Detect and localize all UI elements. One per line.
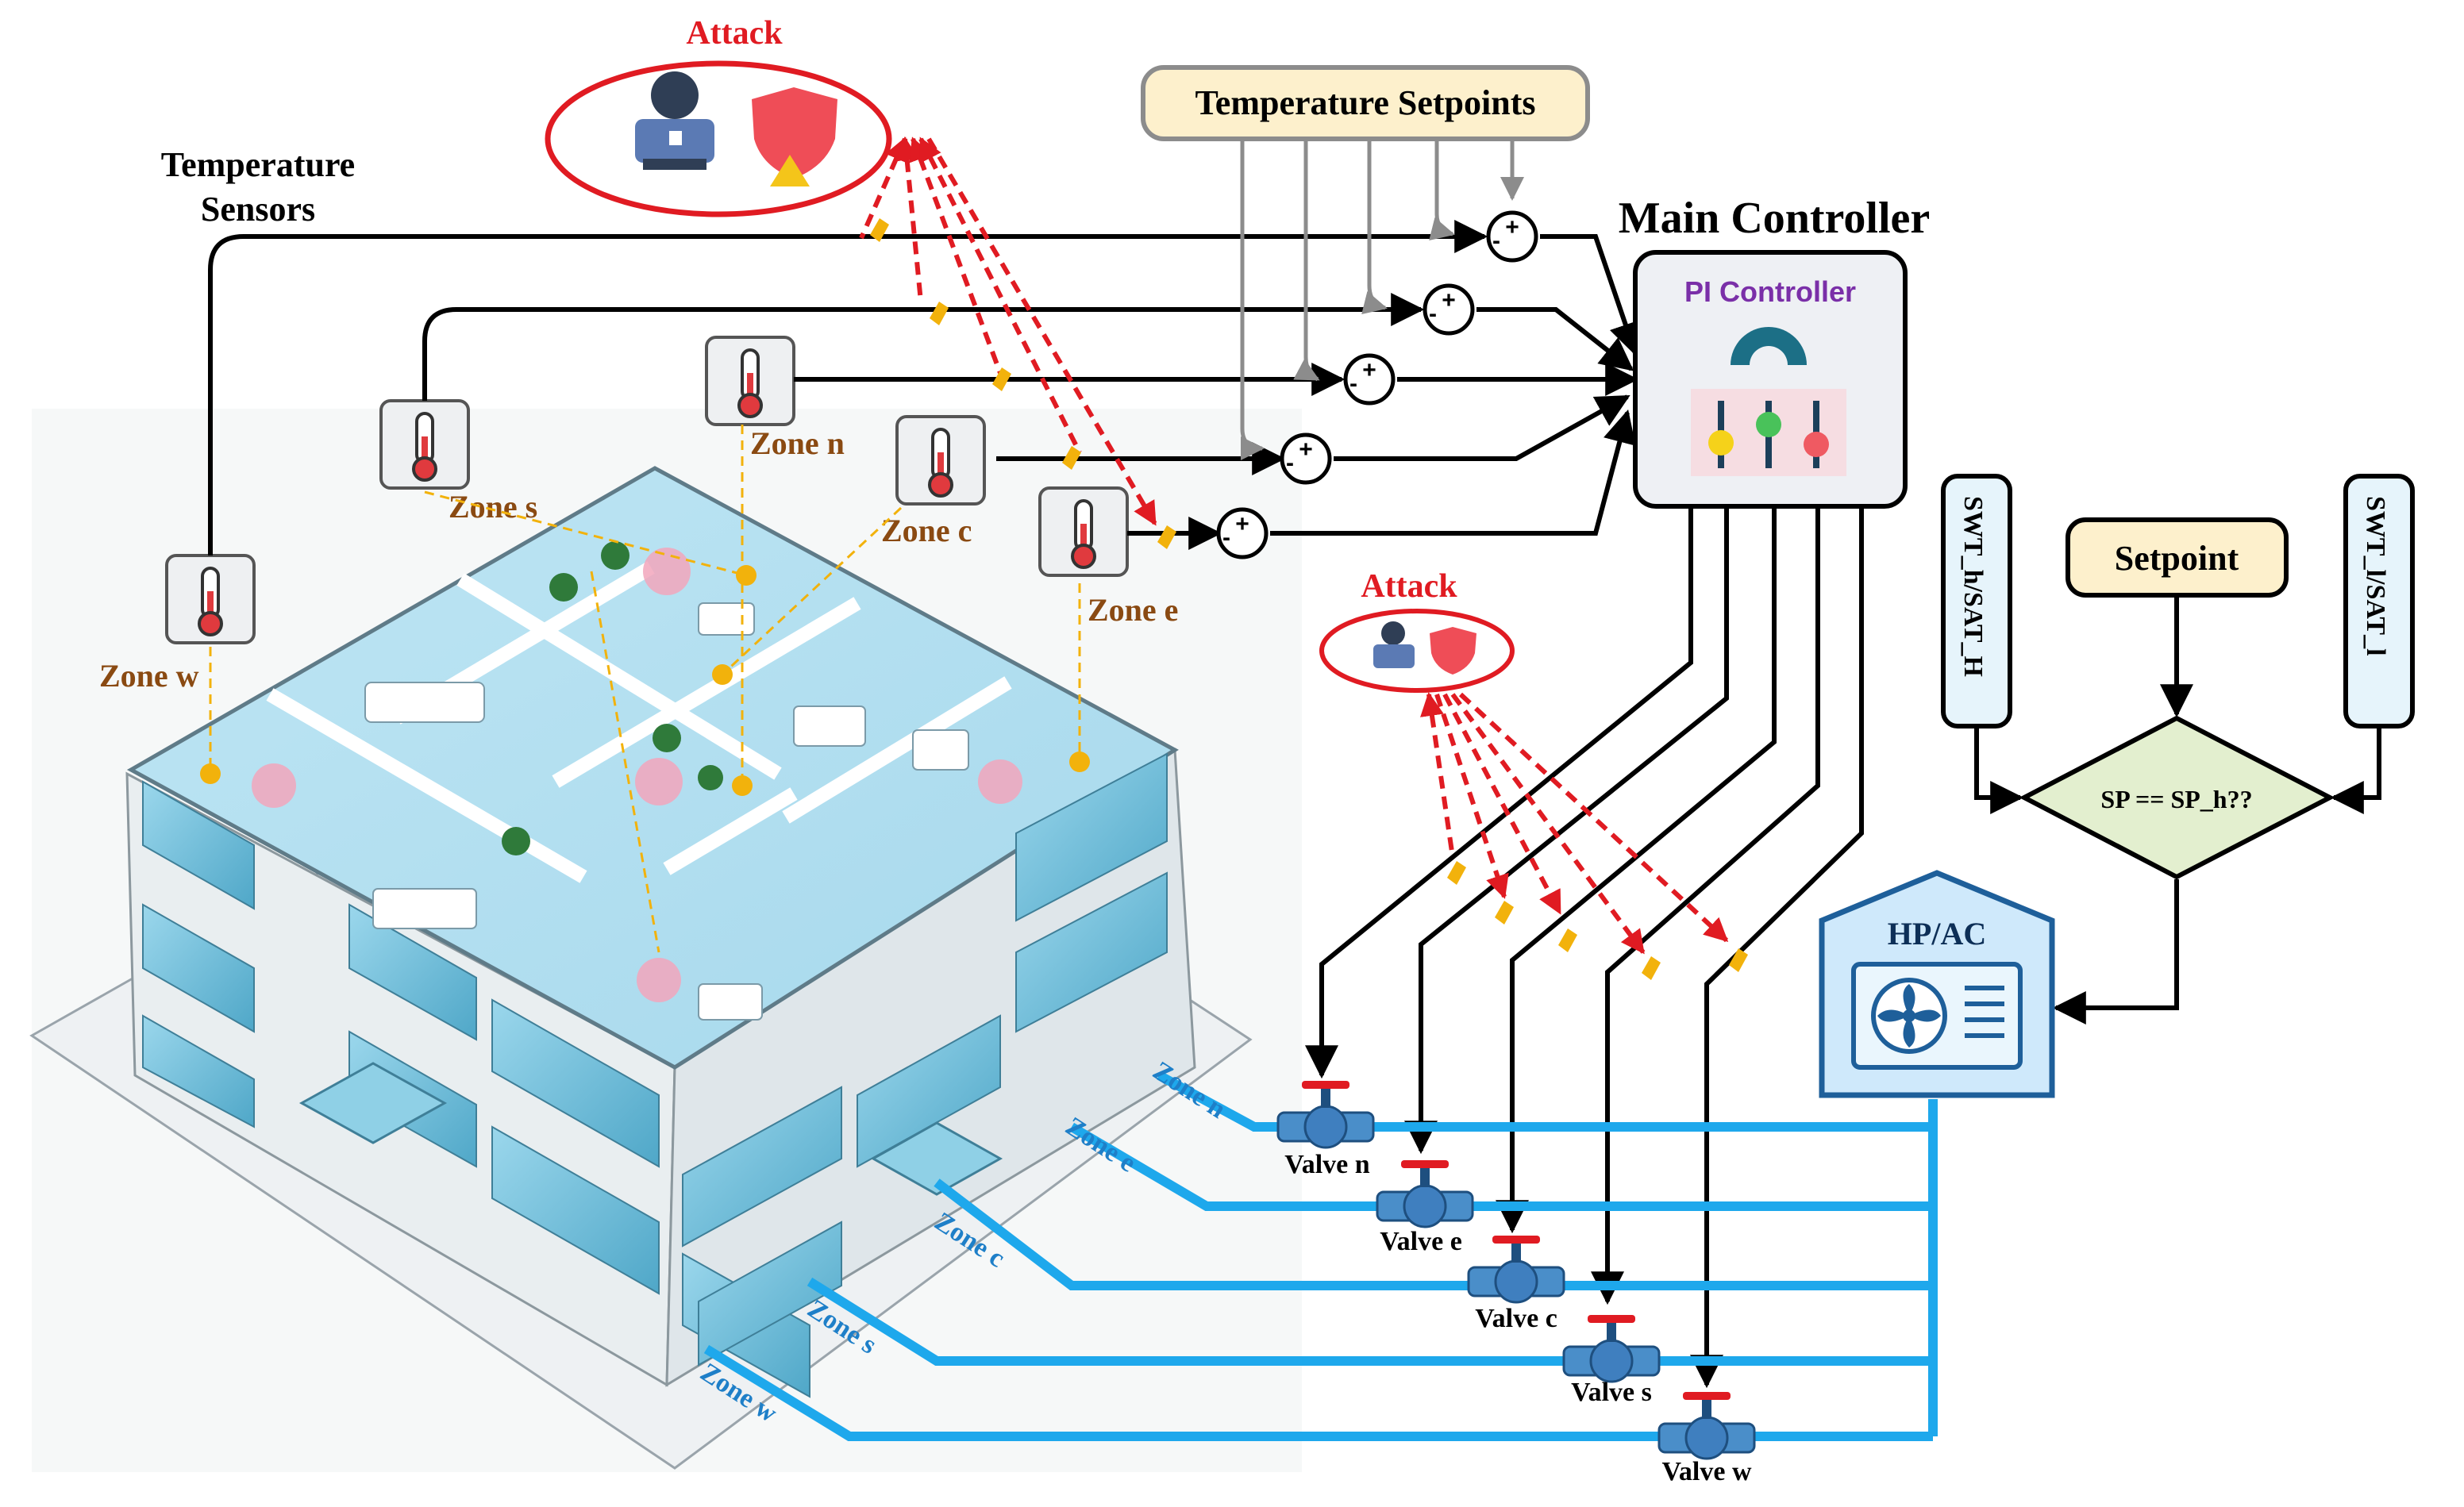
swt-l-box: SWT_l/SAT_l	[2343, 474, 2415, 729]
valve-c-label: Valve c	[1475, 1304, 1557, 1333]
summing-junction-3: + -	[1343, 353, 1396, 406]
minus-sign: -	[1349, 371, 1357, 397]
pi-controller-label: PI Controller	[1684, 275, 1856, 308]
valve-e-icon: Valve e	[1376, 1160, 1474, 1256]
slider-controls-icon	[1691, 389, 1846, 476]
plus-sign: +	[1235, 511, 1249, 537]
attack-mid-rays	[1420, 692, 1729, 955]
right-facade-windows	[682, 752, 1168, 1367]
summing-junction-1: + -	[1486, 210, 1538, 263]
temperature-sensors-label-line1: Temperature	[161, 145, 355, 184]
furniture	[364, 602, 969, 1021]
temperature-sensor-group	[165, 336, 1129, 644]
vent-lines-icon	[1965, 986, 2004, 1038]
temperature-sensors-label-line2: Sensors	[201, 190, 315, 229]
broken-shield-icon	[752, 87, 837, 186]
attack-mid-bolts	[1447, 861, 1748, 980]
temperature-setpoints-box: Temperature Setpoints	[1141, 65, 1590, 141]
error-signal-lines	[1270, 234, 1642, 536]
main-controller-title: Main Controller	[1619, 194, 1930, 243]
swt-h-label: SWT_h/SAT_H	[1958, 496, 1988, 677]
valve-w-icon: Valve w	[1657, 1392, 1756, 1486]
attack-top-label: Attack	[686, 15, 783, 52]
valve-w-label: Valve w	[1661, 1457, 1751, 1486]
fan-icon	[1871, 978, 1947, 1054]
plus-sign: +	[1362, 357, 1376, 383]
attack-mid: Attack	[1319, 568, 1515, 693]
summing-junction-4: + -	[1280, 432, 1332, 485]
setpoint-box: Setpoint	[2066, 517, 2289, 598]
setpoint-lines	[1240, 135, 1524, 460]
hp-ac-unit: HP/AC	[1819, 870, 2055, 1098]
temperature-setpoints-label: Temperature Setpoints	[1195, 83, 1536, 122]
thermometer-icon	[379, 399, 470, 490]
logic-arrows	[1974, 597, 2381, 1025]
valve-s-icon: Valve s	[1562, 1315, 1661, 1407]
plus-sign: +	[1505, 214, 1519, 240]
sensor-anchor-dots	[200, 565, 1090, 796]
setpoint-label: Setpoint	[2115, 539, 2239, 578]
valve-n-icon: Valve n	[1276, 1081, 1375, 1179]
thermometer-icon	[895, 415, 986, 506]
valve-n-label: Valve n	[1284, 1150, 1369, 1179]
broken-shield-icon-small	[1430, 627, 1476, 675]
swt-l-label: SWT_l/SAT_l	[2361, 496, 2390, 656]
attack-top: Attack	[545, 15, 892, 217]
valve-c-icon: Valve c	[1467, 1236, 1565, 1333]
zone-n-label: Zone n	[750, 425, 845, 461]
thermometer-icon	[165, 554, 256, 644]
minus-sign: -	[1222, 525, 1230, 551]
sensor-drop-lines	[209, 425, 1081, 953]
summing-junctions: + - + - + - + - + -	[1216, 210, 1538, 559]
decision-label: SP == SP_h??	[2100, 785, 2252, 813]
zone-e-label: Zone e	[1088, 592, 1178, 628]
valve-group: Valve n Valve e Valve c Valve s Valve w	[1276, 1081, 1756, 1486]
building-illustration	[29, 409, 1302, 1472]
minus-sign: -	[1286, 450, 1294, 476]
zone-c-label: Zone c	[881, 513, 972, 548]
plus-sign: +	[1442, 287, 1456, 313]
thermometer-icon	[1038, 486, 1129, 577]
decision-diamond: SP == SP_h??	[2019, 715, 2335, 880]
plus-sign: +	[1299, 436, 1313, 463]
valve-e-label: Valve e	[1380, 1227, 1462, 1256]
swt-h-box: SWT_h/SAT_H	[1941, 474, 2012, 729]
attack-mid-label: Attack	[1361, 568, 1457, 605]
valve-s-label: Valve s	[1571, 1378, 1652, 1407]
zone-w-label: Zone w	[99, 658, 199, 694]
pi-controller-box: PI Controller	[1633, 250, 1908, 509]
plants	[502, 541, 723, 855]
hacker-icon-small	[1373, 621, 1415, 668]
minus-sign: -	[1492, 228, 1500, 254]
minus-sign: -	[1429, 301, 1437, 327]
entrance-canopy-left	[298, 1062, 448, 1144]
summing-junction-5: + -	[1216, 507, 1269, 559]
occupant-markers	[252, 548, 1022, 1002]
attack-top-rays	[859, 136, 1157, 526]
summing-junction-2: + -	[1423, 283, 1475, 336]
entrance-canopy-right	[870, 1121, 1003, 1196]
hacker-icon	[635, 71, 714, 170]
thermometer-icon	[705, 336, 795, 426]
attack-top-bolts	[870, 218, 1176, 549]
hp-ac-label: HP/AC	[1888, 916, 1986, 951]
zone-s-label: Zone s	[449, 489, 537, 525]
